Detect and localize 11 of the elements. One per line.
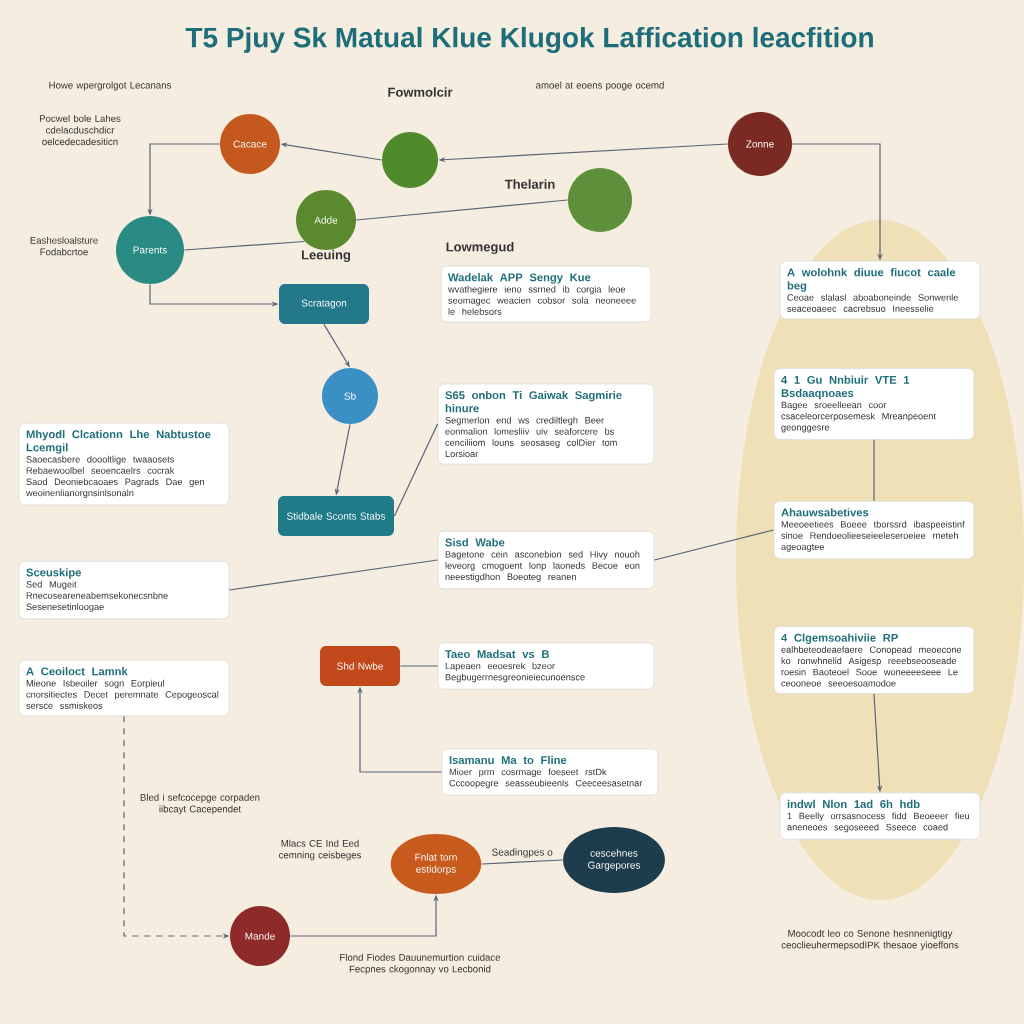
connector bbox=[183, 240, 306, 251]
connector bbox=[481, 859, 564, 865]
title: T5 Pjuy Sk Matual Klue Klugok Laffication leacfition bbox=[185, 26, 873, 54]
connector bbox=[873, 439, 875, 502]
connector bbox=[355, 199, 569, 221]
circle-node bbox=[568, 168, 632, 232]
circle-node bbox=[382, 132, 438, 188]
connector bbox=[393, 423, 439, 517]
connector bbox=[228, 559, 439, 591]
connector bbox=[399, 665, 439, 667]
connector bbox=[653, 529, 775, 561]
